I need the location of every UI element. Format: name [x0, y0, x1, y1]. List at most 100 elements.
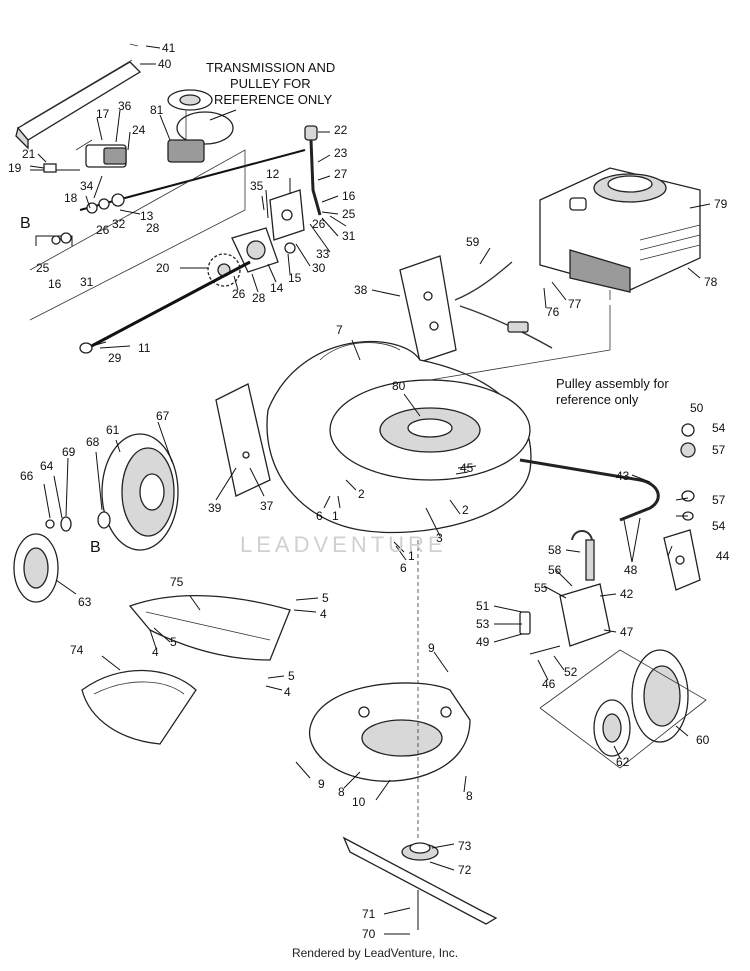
callout-label: 41	[162, 41, 176, 55]
discharge-chute-part	[128, 594, 291, 661]
pulley-note-line1: Pulley assembly for	[556, 376, 669, 391]
rear-wheel-part	[101, 433, 179, 551]
callout-label: 68	[86, 435, 100, 449]
callout-labels: 41 40 17 36 81 24 21 19 22 23 27 12 16 2…	[8, 41, 730, 941]
callout-label: 69	[62, 445, 76, 459]
callout-label: 74	[70, 643, 84, 657]
transmission-note-line3: REFERENCE ONLY	[214, 92, 333, 107]
callout-label: 79	[714, 197, 728, 211]
callout-label: 57	[712, 443, 726, 457]
callout-label: 56	[548, 563, 562, 577]
callout-label: 2	[462, 503, 469, 517]
footer-credit: Rendered by LeadVenture, Inc.	[291, 946, 459, 960]
height-lever-part	[304, 125, 322, 216]
callout-label: 3	[436, 531, 443, 545]
callout-label: 4	[284, 685, 291, 699]
callout-label: 72	[458, 863, 472, 877]
shaft-frame-part	[29, 149, 246, 321]
callout-label: 1	[332, 509, 339, 523]
callout-label: 29	[108, 351, 122, 365]
callout-label: 80	[392, 379, 406, 393]
callout-label: 4	[152, 645, 159, 659]
callout-label: 49	[476, 635, 490, 649]
front-wheel-part	[539, 649, 707, 769]
baffle-part	[308, 682, 471, 782]
callout-label: 48	[624, 563, 638, 577]
callout-label: 32	[112, 217, 126, 231]
axle-pin-part	[43, 163, 57, 173]
callout-label: 77	[568, 297, 582, 311]
watermark-text: LEADVENTURE	[240, 532, 447, 557]
callout-label: 62	[616, 755, 630, 769]
callout-label: 5	[170, 635, 177, 649]
callout-label: 46	[542, 677, 556, 691]
detail-marker-b-top: B	[20, 215, 31, 232]
callout-leaders	[29, 45, 711, 935]
callout-label: 8	[466, 789, 473, 803]
callout-label: 14	[270, 281, 284, 295]
axle-shaft-part	[79, 260, 251, 354]
callout-label: 44	[716, 549, 730, 563]
callout-label: 57	[712, 493, 726, 507]
callout-label: 1	[408, 549, 415, 563]
sprocket-part	[207, 253, 241, 287]
callout-label: 78	[704, 275, 718, 289]
detail-marker-b-wheel: B	[90, 539, 101, 556]
callout-label: 31	[80, 275, 94, 289]
callout-label: 75	[170, 575, 184, 589]
callout-label: 24	[132, 123, 146, 137]
engine-part	[539, 167, 701, 300]
rear-strip-part	[15, 43, 142, 150]
callout-label: 17	[96, 107, 110, 121]
callout-label: 64	[40, 459, 54, 473]
side-bracket-part	[215, 383, 271, 497]
control-plate-part	[399, 255, 457, 363]
deflector-part	[81, 669, 197, 745]
callout-label: 39	[208, 501, 222, 515]
callout-label: 4	[320, 607, 327, 621]
callout-label: 70	[362, 927, 376, 941]
callout-label: 47	[620, 625, 634, 639]
callout-label: 67	[156, 409, 170, 423]
callout-label: 27	[334, 167, 348, 181]
handle-bracket-part	[519, 423, 701, 591]
callout-label: 5	[322, 591, 329, 605]
callout-label: 33	[316, 247, 330, 261]
callout-label: 10	[352, 795, 366, 809]
callout-label: 61	[106, 423, 120, 437]
callout-label: 23	[334, 146, 348, 160]
callout-label: 51	[476, 599, 490, 613]
callout-label: 50	[690, 401, 704, 415]
callout-label: 26	[312, 217, 326, 231]
wheel-hardware-part	[45, 511, 111, 532]
callout-label: 37	[260, 499, 274, 513]
callout-label: 9	[318, 777, 325, 791]
callout-label: 6	[400, 561, 407, 575]
callout-label: 21	[22, 147, 36, 161]
callout-label: 28	[252, 291, 266, 305]
callout-label: 16	[48, 277, 62, 291]
callout-label: 22	[334, 123, 348, 137]
mower-deck-part	[266, 305, 611, 534]
callout-label: 63	[78, 595, 92, 609]
transmission-note-line1: TRANSMISSION AND	[206, 60, 335, 75]
callout-label: 8	[338, 785, 345, 799]
callout-label: 76	[546, 305, 560, 319]
callout-label: 26	[96, 223, 110, 237]
callout-label: 31	[342, 229, 356, 243]
callout-label: 66	[20, 469, 34, 483]
callout-label: 28	[146, 221, 160, 235]
callout-label: 58	[548, 543, 562, 557]
callout-label: 60	[696, 733, 710, 747]
transmission-note-line2: PULLEY FOR	[230, 76, 311, 91]
detail-b-bracket	[35, 232, 73, 246]
callout-label: 30	[312, 261, 326, 275]
callout-label: 25	[36, 261, 50, 275]
callout-label: 11	[138, 341, 151, 355]
callout-label: 43	[616, 469, 630, 483]
callout-label: 59	[466, 235, 480, 249]
gear-housing-part	[231, 227, 296, 273]
callout-label: 36	[118, 99, 132, 113]
hubcap-part	[13, 533, 59, 603]
